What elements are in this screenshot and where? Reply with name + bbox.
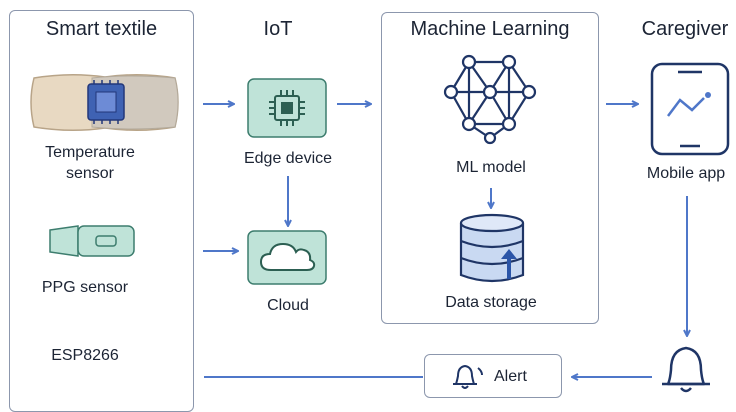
smart-textile-title: Smart textile (45, 18, 158, 40)
smartphone-icon (650, 62, 730, 156)
mobile-app-label: Mobile app (646, 165, 726, 182)
database-icon (459, 213, 525, 283)
alert-label: Alert (494, 368, 527, 385)
ppg-sensor-label: PPG sensor (41, 279, 129, 296)
esp-label: ESP8266 (51, 347, 119, 364)
connectors (203, 0, 736, 401)
edge-device-label: Edge device (243, 150, 333, 167)
alert-box (424, 354, 562, 398)
temperature-sensor-label: Temperature sensor (45, 144, 135, 182)
data-storage-label: Data storage (445, 294, 537, 311)
machine-learning-title: Machine Learning (410, 18, 570, 40)
chip-icon (247, 78, 327, 138)
ppg-sensor-icon (49, 225, 135, 257)
cloud-icon (247, 230, 327, 285)
ml-model-label: ML model (456, 159, 526, 176)
iot-title: IoT (263, 18, 293, 40)
bell-alert-icon (453, 365, 483, 389)
caregiver-title: Caregiver (641, 18, 729, 40)
textile-band-icon (30, 73, 179, 132)
neural-network-icon (443, 54, 537, 145)
cloud-label: Cloud (267, 297, 309, 314)
bell-icon (662, 346, 710, 393)
